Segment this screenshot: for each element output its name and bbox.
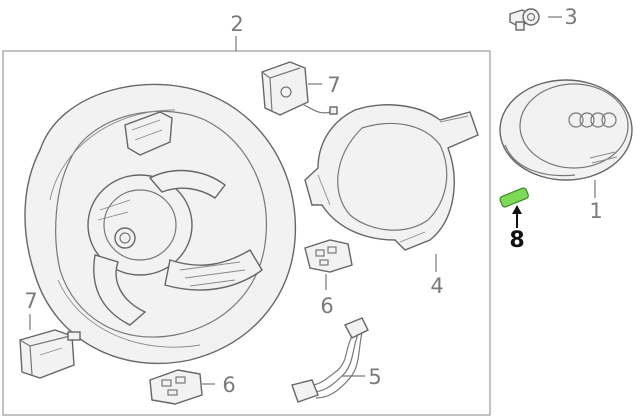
trim-cover[interactable] <box>304 104 479 251</box>
control-module-top[interactable] <box>261 61 338 116</box>
arrow-up-icon <box>512 205 522 228</box>
callout-7-top: 7 <box>327 73 340 97</box>
callout-6-switch-left: 6 <box>222 373 235 397</box>
four-rings-logo <box>568 112 617 128</box>
leader-lines <box>29 16 596 385</box>
highlighted-part[interactable] <box>499 187 529 208</box>
assembly-frame <box>2 50 491 416</box>
callout-7-left: 7 <box>24 289 37 313</box>
wiring-harness[interactable] <box>291 317 369 403</box>
wheel-connector[interactable] <box>124 111 173 156</box>
callout-6-switch-right: 6 <box>320 294 333 318</box>
bolt[interactable] <box>509 8 540 31</box>
switch-right[interactable] <box>304 239 353 273</box>
callout-2: 2 <box>230 12 243 36</box>
callout-1: 1 <box>589 199 602 223</box>
steering-wheel[interactable] <box>24 83 297 365</box>
airbag-unit[interactable] <box>499 79 633 181</box>
switch-left[interactable] <box>149 369 203 405</box>
callout-8: 8 <box>509 228 524 253</box>
callout-4: 4 <box>430 274 443 298</box>
callout-5: 5 <box>368 365 381 389</box>
callout-3: 3 <box>564 5 577 29</box>
control-module-left[interactable] <box>19 329 81 379</box>
